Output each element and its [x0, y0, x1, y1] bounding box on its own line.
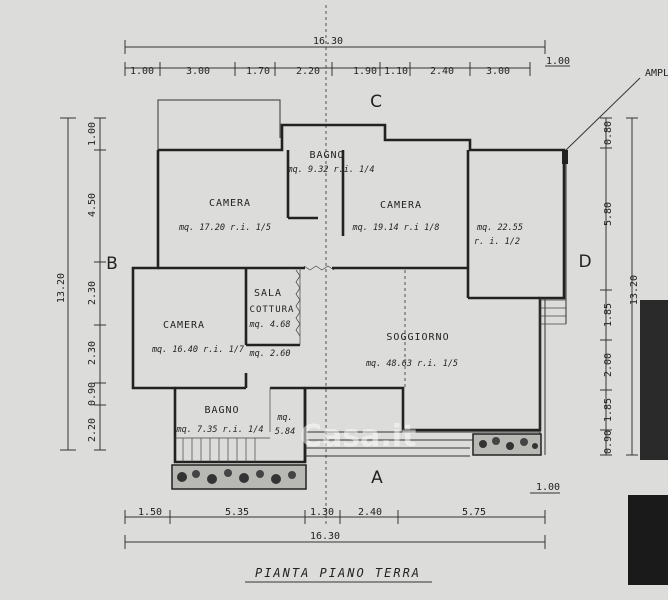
top-dim-2: 3.00 [186, 66, 210, 77]
page-corner-dark [628, 495, 668, 585]
room-name: SOGGIORNO [386, 332, 449, 343]
top-dim-1: 1.00 [130, 66, 154, 77]
room-area: mq. 48.63 r.i. 1/5 [365, 359, 458, 369]
left-dim-6: 2.20 [87, 418, 98, 442]
top-total-label: 16.30 [313, 36, 343, 47]
left-dim-5: 0.90 [87, 382, 98, 406]
top-dimension-chain: 1.00 3.00 1.70 2.20 1.90 1.10 2.40 3.00 [124, 62, 531, 77]
plan-title: PIANTA PIANO TERRA [255, 566, 421, 580]
bottom-total-dimension: 16.30 [124, 531, 546, 549]
right-dim-6: 0.90 [603, 430, 614, 454]
planter-bottom-right [472, 433, 542, 456]
left-dim-4: 2.30 [87, 341, 98, 365]
ampl-annotation: AMPL [565, 68, 668, 151]
room-wc: mq. 5.84 [275, 413, 295, 437]
section-marker-a: A [371, 468, 383, 488]
left-dim-1: 1.00 [87, 122, 98, 146]
top-dim-5: 1.90 [353, 66, 377, 77]
left-total-dimension: 13.20 [56, 117, 76, 451]
room-name: BAGNO [204, 405, 239, 416]
room-camera-1: CAMERA mq. 17.20 r.i. 1/5 [178, 198, 271, 233]
room-name: BAGNO [309, 150, 344, 161]
room-area: mq. 4.68 [249, 320, 291, 330]
room-name: CAMERA [163, 320, 205, 331]
room-area: mq. 17.20 r.i. 1/5 [178, 223, 271, 233]
top-right-extra-dimension: 1.00 [545, 56, 570, 67]
room-area: mq. 2.60 [249, 349, 291, 359]
section-marker-d: D [578, 252, 591, 272]
right-dim-3: 1.85 [603, 303, 614, 327]
right-dim-2: 5.80 [603, 202, 614, 226]
bottom-right-extra-dimension: 1.00 [530, 482, 560, 494]
ampl-block [562, 150, 568, 164]
right-dimension-chain: 0.80 5.80 1.85 2.00 1.85 0.90 [600, 117, 614, 456]
bottom-dim-5: 5.75 [462, 507, 486, 518]
bottom-dim-4: 2.40 [358, 507, 382, 518]
right-dim-4: 2.00 [603, 353, 614, 377]
room-area: mq. [276, 413, 292, 423]
room-soggiorno: SOGGIORNO mq. 48.63 r.i. 1/5 [365, 332, 458, 369]
room-name-2: COTTURA [250, 305, 295, 315]
bottom-dimension-chain: 1.50 5.35 1.30 2.40 5.75 [124, 507, 546, 524]
left-total-label: 13.20 [56, 273, 67, 303]
left-dimension-chain: 1.00 4.50 2.30 2.30 0.90 2.20 [87, 117, 106, 451]
room-right: mq. 22.55 r. i. 1/2 [474, 223, 523, 247]
right-total-dimension: 13.20 [626, 117, 640, 456]
room-area: mq. 22.55 [476, 223, 523, 233]
top-total-dimension: 16.30 [124, 36, 546, 54]
right-dim-1: 0.80 [603, 121, 614, 145]
room-bagno-bottom: BAGNO mq. 7.35 r.i. 1/4 [176, 405, 264, 435]
room-area: mq. 7.35 r.i. 1/4 [176, 425, 264, 435]
left-dim-3: 2.30 [87, 281, 98, 305]
bottom-total-label: 16.30 [310, 531, 340, 542]
ampl-label: AMPL [645, 68, 668, 79]
bottom-dim-2: 5.35 [225, 507, 249, 518]
building-walls [131, 99, 568, 464]
room-camera-3: CAMERA mq. 16.40 r.i. 1/7 [151, 320, 245, 355]
top-right-extra-label: 1.00 [546, 56, 570, 67]
room-name: CAMERA [209, 198, 251, 209]
room-area: mq. 16.40 r.i. 1/7 [151, 345, 245, 355]
bottom-dim-1: 1.50 [138, 507, 162, 518]
top-dim-4: 2.20 [296, 66, 320, 77]
bottom-dim-3: 1.30 [310, 507, 334, 518]
room-name: CAMERA [380, 200, 422, 211]
bottom-right-extra-label: 1.00 [536, 482, 560, 493]
left-dim-2: 4.50 [87, 193, 98, 217]
top-dim-7: 2.40 [430, 66, 454, 77]
top-dim-6: 1.10 [384, 66, 408, 77]
room-camera-2: CAMERA mq. 19.14 r.i 1/8 [352, 200, 440, 233]
room-ratio: r. i. 1/2 [474, 237, 520, 247]
right-total-label: 13.20 [629, 275, 640, 305]
room-name: SALA [254, 288, 282, 299]
planter-bottom-left [171, 464, 307, 490]
room-sala-cottura: SALA COTTURA mq. 4.68 [249, 288, 295, 330]
page-edge-shadow [640, 300, 668, 460]
room-bagno-top: BAGNO mq. 9.32 r.i. 1/4 [287, 150, 375, 175]
top-dim-8: 3.00 [486, 66, 510, 77]
top-dim-3: 1.70 [246, 66, 270, 77]
right-dim-5: 1.85 [603, 398, 614, 422]
room-area: mq. 9.32 r.i. 1/4 [287, 165, 375, 175]
room-area: mq. 19.14 r.i 1/8 [352, 223, 440, 233]
room-area-2: 5.84 [275, 427, 295, 437]
section-marker-b: B [106, 254, 118, 274]
section-marker-c: C [370, 92, 382, 112]
watermark-logo: Casa.it [300, 419, 416, 454]
room-disimpegno: mq. 2.60 [249, 349, 291, 359]
